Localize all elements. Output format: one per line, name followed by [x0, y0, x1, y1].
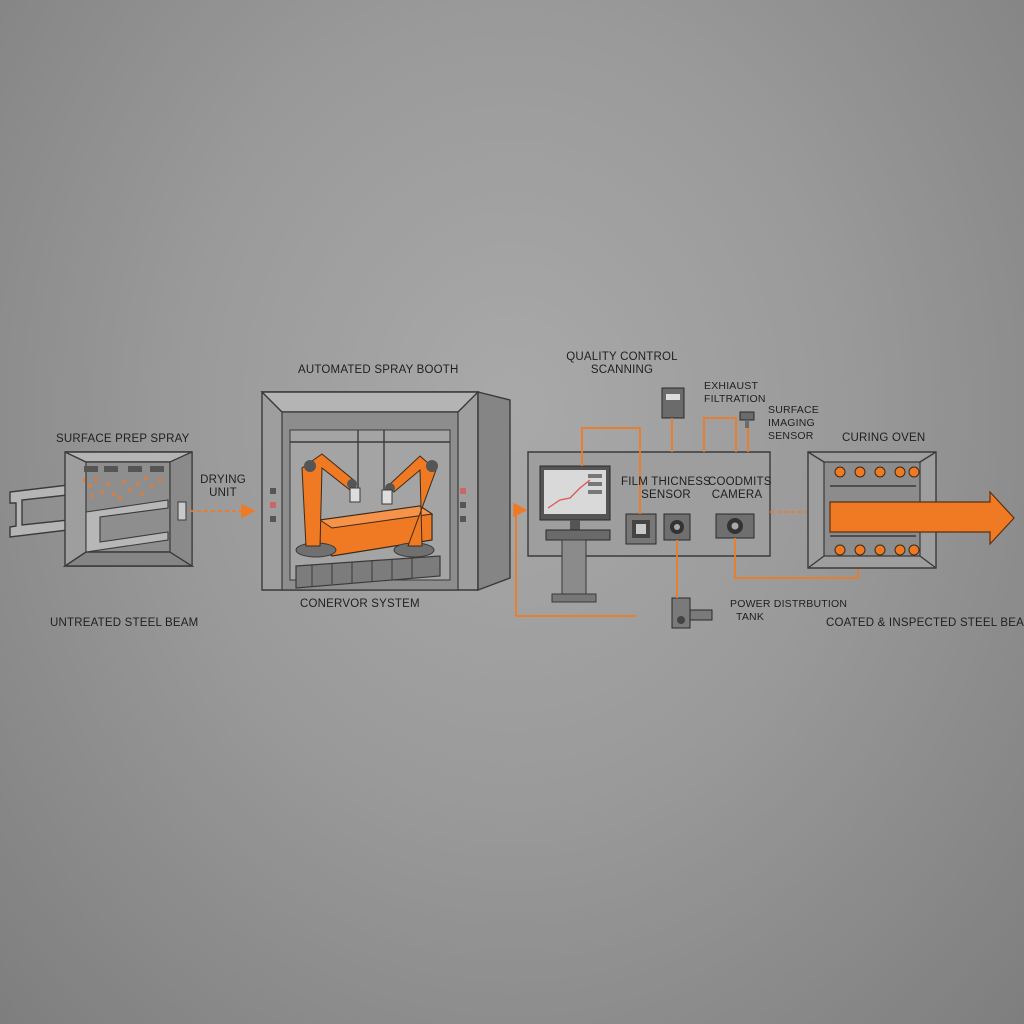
- spray-nozzle-icon: [84, 466, 164, 472]
- film-thickness-sensor-label: FILM THICNESS SENSOR: [618, 476, 714, 502]
- power-distribution-line1: POWER DISTRBUTION: [730, 598, 848, 610]
- surface-prep-spray-label: SURFACE PREP SPRAY: [56, 433, 190, 445]
- quality-control-label-line1: QUALITY CONTROL: [566, 351, 678, 363]
- sensor-icon: [625, 513, 657, 545]
- exhaust-label-line2: FILTRATION: [704, 393, 766, 405]
- automated-spray-booth-label: AUTOMATED SPRAY BOOTH: [298, 364, 459, 376]
- monitor-chart-icon: [539, 465, 611, 603]
- exhaust-label-line1: EXHIAUST: [704, 380, 759, 392]
- coated-inspected-beam-label: COATED & INSPECTED STEEL BEAM: [826, 617, 1024, 629]
- surface-imaging-line2: IMAGING: [768, 417, 815, 429]
- quality-control-label: QUALITY CONTROL SCANNING: [556, 351, 688, 377]
- coodmits-line1: COODMITS: [708, 476, 772, 488]
- fan-icon: [834, 466, 920, 556]
- quality-control-label-line2: SCANNING: [590, 364, 654, 376]
- conveyor-system-label: CONERVOR SYSTEM: [300, 598, 420, 610]
- film-thickness-line1: FILM THICNESS: [621, 476, 711, 488]
- power-distribution-label: POWER DISTRBUTION TANK: [730, 598, 847, 624]
- drying-unit-label-line1: DRYING: [200, 474, 246, 486]
- surface-imaging-sensor-label: SURFACE IMAGING SENSOR: [768, 404, 819, 443]
- wiring: [513, 417, 859, 617]
- power-distribution-line2: TANK: [736, 611, 765, 623]
- untreated-beam-shape: [9, 484, 69, 538]
- untreated-steel-beam-label: UNTREATED STEEL BEAM: [50, 617, 199, 629]
- coodmits-camera-label: COODMITS CAMERA: [708, 476, 772, 502]
- output-arrow-icon: [829, 490, 1015, 546]
- film-thickness-line2: SENSOR: [641, 489, 691, 501]
- automated-spray-booth-unit: [260, 391, 511, 592]
- drying-unit-label: DRYING UNIT: [196, 474, 250, 500]
- drying-unit-label-line2: UNIT: [209, 487, 237, 499]
- exhaust-filtration-label: EXHIAUST FILTRATION: [704, 380, 766, 406]
- surface-prep-spray-unit: [62, 451, 195, 568]
- robot-arm-icon: [295, 453, 438, 558]
- quality-control-unit: [527, 387, 771, 629]
- curing-oven-label: CURING OVEN: [842, 432, 926, 444]
- coodmits-line2: CAMERA: [711, 489, 763, 501]
- camera-icon: [663, 513, 755, 541]
- curing-oven-unit: [807, 451, 1015, 569]
- surface-imaging-line3: SENSOR: [768, 430, 814, 442]
- surface-imaging-line1: SURFACE: [768, 404, 819, 416]
